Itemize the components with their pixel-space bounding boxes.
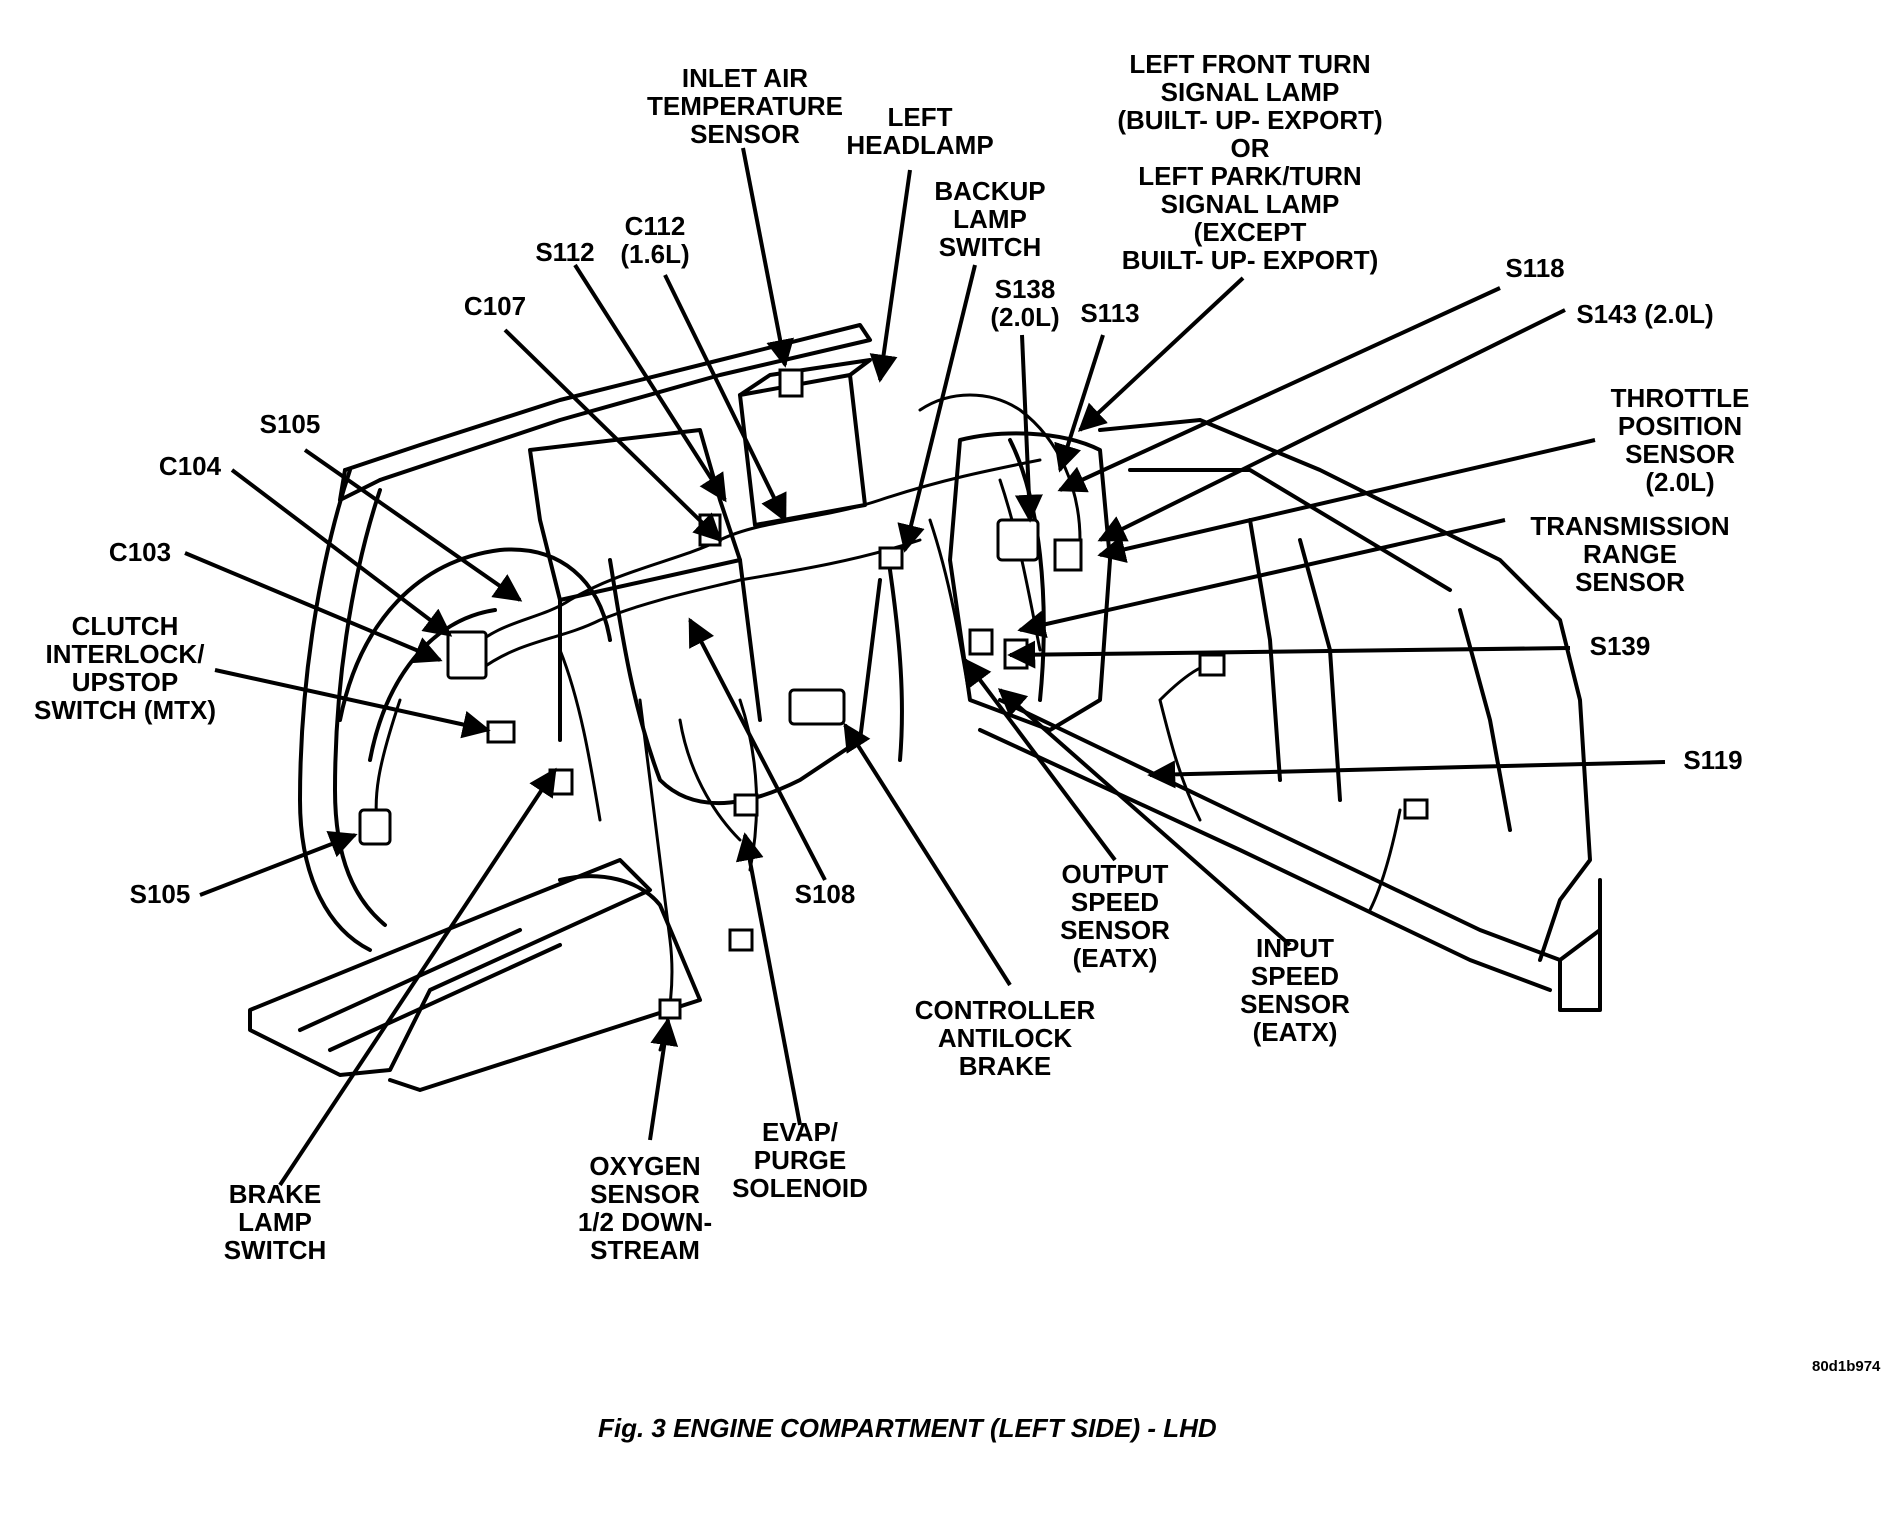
label-evap-purge-solenoid: EVAP/ PURGE SOLENOID xyxy=(732,1117,868,1203)
label-controller-antilock-brake: CONTROLLER ANTILOCK BRAKE xyxy=(914,995,1096,1081)
label-inlet-air-temperature-sensor: INLET AIR TEMPERATURE SENSOR xyxy=(647,63,843,149)
label-left-front-turn-signal-lamp: LEFT FRONT TURN SIGNAL LAMP (BUILT- UP- … xyxy=(1117,49,1383,275)
figure-code: 80d1b974 xyxy=(1812,1358,1881,1375)
label-s143: S143 (2.0L) xyxy=(1576,299,1714,329)
label-s108: S108 xyxy=(794,879,856,909)
label-oxygen-sensor: OXYGEN SENSOR 1/2 DOWN- STREAM xyxy=(577,1151,713,1265)
label-transmission-range-sensor: TRANSMISSION RANGE SENSOR xyxy=(1530,511,1730,597)
label-s112: S112 xyxy=(535,237,595,267)
connectors xyxy=(358,368,1429,1020)
callout-leaders xyxy=(184,147,1666,1187)
label-s113: S113 xyxy=(1080,298,1140,328)
figure-caption: Fig. 3 ENGINE COMPARTMENT (LEFT SIDE) - … xyxy=(598,1413,1217,1443)
label-output-speed-sensor: OUTPUT SPEED SENSOR (EATX) xyxy=(1060,859,1170,973)
label-c104: C104 xyxy=(158,451,222,481)
label-c107: C107 xyxy=(463,291,527,321)
label-throttle-position-sensor: THROTTLE POSITION SENSOR (2.0L) xyxy=(1610,383,1750,497)
label-c103: C103 xyxy=(108,537,172,567)
label-c112: C112 (1.6L) xyxy=(620,211,690,269)
label-s138: S138 (2.0L) xyxy=(990,274,1060,332)
label-clutch-interlock-switch: CLUTCH INTERLOCK/ UPSTOP SWITCH (MTX) xyxy=(34,611,216,725)
label-s139: S139 xyxy=(1589,631,1651,661)
label-left-headlamp: LEFT HEADLAMP xyxy=(846,102,994,160)
label-input-speed-sensor: INPUT SPEED SENSOR (EATX) xyxy=(1240,933,1350,1047)
label-s105-top: S105 xyxy=(259,409,321,439)
label-s118: S118 xyxy=(1505,253,1565,283)
label-s105-bottom: S105 xyxy=(129,879,191,909)
label-backup-lamp-switch: BACKUP LAMP SWITCH xyxy=(934,176,1046,262)
label-brake-lamp-switch: BRAKE LAMP SWITCH xyxy=(223,1179,327,1265)
label-s119: S119 xyxy=(1683,745,1743,775)
body-structure xyxy=(248,323,1602,1092)
